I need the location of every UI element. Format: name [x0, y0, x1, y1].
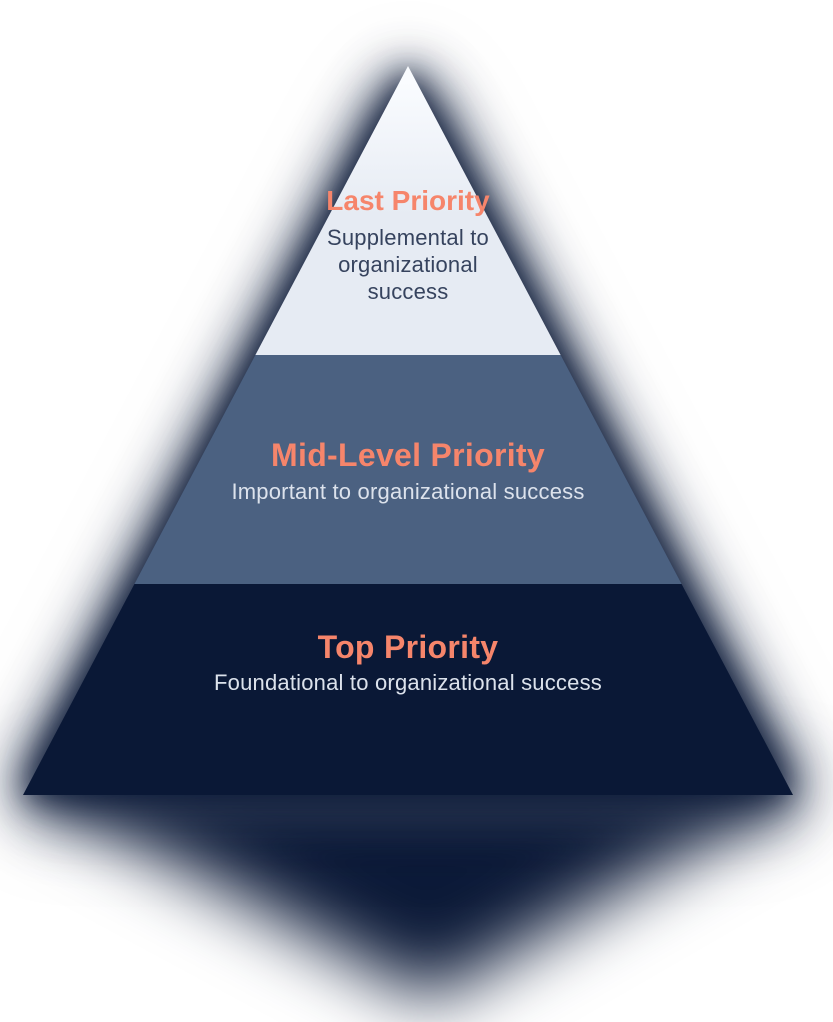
level-top-title: Top Priority	[317, 629, 499, 665]
level-mid-subtitle: Important to organizational success	[231, 479, 585, 504]
level-top-label: Top Priority Foundational to organizatio…	[148, 629, 668, 697]
level-last-subtitle: Supplemental to organizational success	[327, 225, 489, 304]
bottom-glow	[0, 760, 833, 1022]
level-mid-label: Mid-Level Priority Important to organiza…	[178, 437, 638, 506]
level-last-title: Last Priority	[326, 185, 490, 216]
level-top-subtitle: Foundational to organizational success	[214, 670, 602, 695]
level-top-band	[23, 584, 793, 795]
level-last-label: Last Priority Supplemental to organizati…	[313, 186, 503, 305]
level-mid-title: Mid-Level Priority	[271, 437, 545, 473]
